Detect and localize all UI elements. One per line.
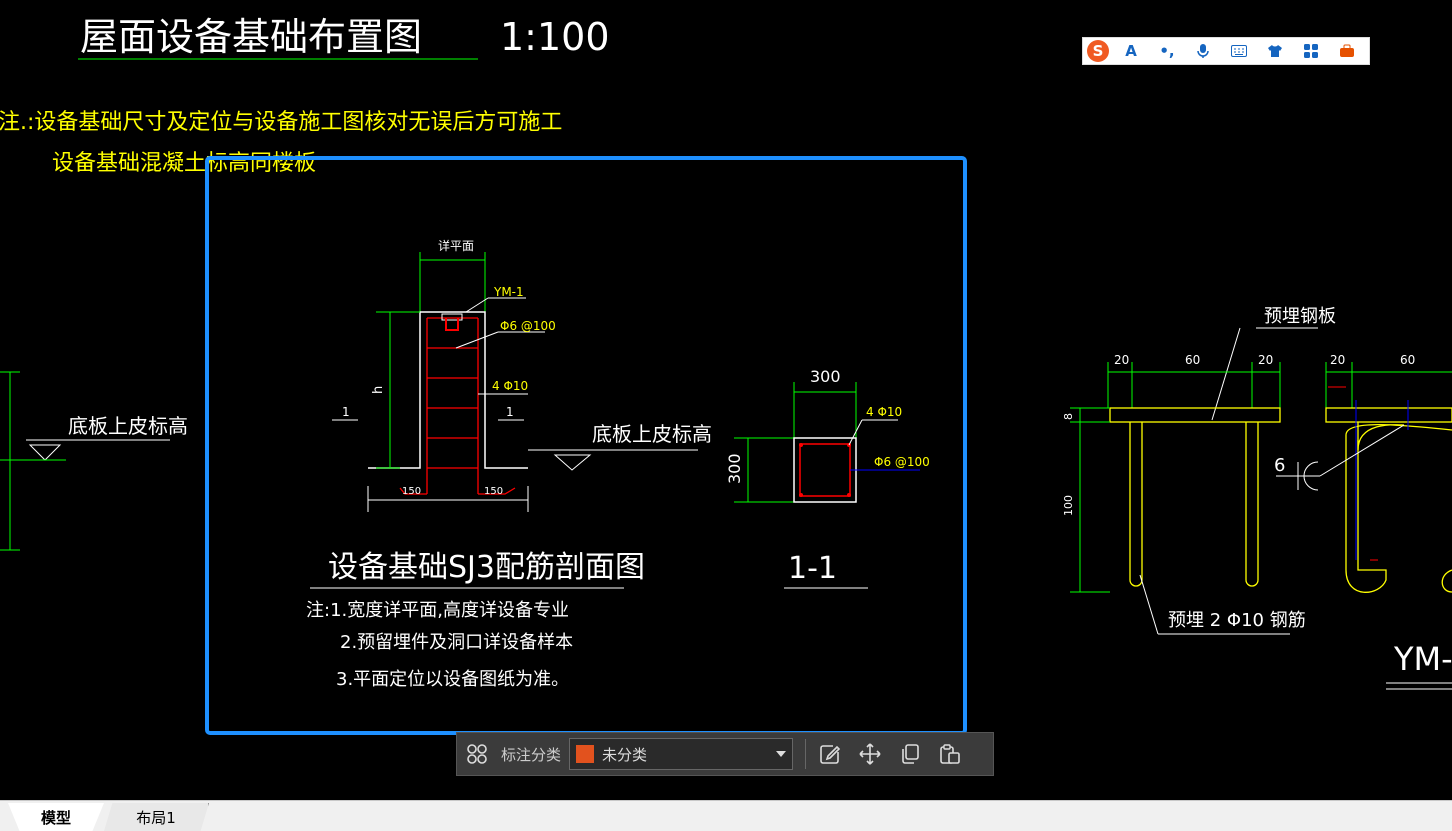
ime-logo-text: S <box>1087 40 1109 62</box>
sogou-logo-icon[interactable]: S <box>1083 37 1113 65</box>
section-dim-150-right: 150 <box>484 486 503 497</box>
annotation-toolbar: 标注分类 未分类 <box>456 732 994 776</box>
copy-icon[interactable] <box>890 734 930 774</box>
section-ym: YM-1 <box>493 285 524 299</box>
section-stirrup: Φ6 @100 <box>500 319 556 333</box>
plate-bend: 6 <box>1274 455 1285 476</box>
section-cut-left: 1 <box>342 405 350 419</box>
ym1-detail: 预埋钢板 20 60 20 20 60 8 <box>1062 306 1452 690</box>
note-bottom-3: 3.平面定位以设备图纸为准。 <box>336 669 569 690</box>
detail-dim-w: 300 <box>810 367 841 386</box>
keyboard-icon[interactable] <box>1221 37 1257 65</box>
edit-icon[interactable] <box>810 734 850 774</box>
left-elevation: 底板上皮标高 <box>0 371 188 551</box>
plate-anchor: 预埋 2 Φ10 钢筋 <box>1168 610 1306 631</box>
section-sj3: 详平面 h YM-1 Φ6 @100 4 Φ10 <box>310 238 712 589</box>
detail-main-bar: 4 Φ10 <box>866 405 902 419</box>
section-h-dim: h <box>371 386 386 394</box>
note-top-1: 注.:设备基础尺寸及定位与设备施工图核对无误后方可施工 <box>0 110 562 135</box>
plate-label: 预埋钢板 <box>1264 306 1336 327</box>
category-select[interactable]: 未分类 <box>569 738 794 770</box>
category-label: 标注分类 <box>501 745 562 764</box>
plate-title: YM-1 <box>1393 640 1452 678</box>
tab-model[interactable]: 模型 <box>8 803 104 831</box>
detail-1-1: 300 300 4 Φ10 Φ6 @100 1-1 <box>725 367 930 589</box>
drawing-scale: 1:100 <box>500 15 610 59</box>
plate-thick: 8 <box>1062 413 1075 420</box>
section-main-bar: 4 Φ10 <box>492 379 528 393</box>
punctuation-icon[interactable]: •, <box>1149 37 1185 65</box>
detail-title: 1-1 <box>788 551 837 586</box>
selection-frame[interactable] <box>205 156 967 735</box>
note-top-2: 设备基础混凝土标高同楼板 <box>52 151 316 176</box>
plate-dim-3: 20 <box>1258 353 1273 367</box>
note-bottom-2: 2.预留埋件及洞口详设备样本 <box>340 632 573 653</box>
apps-grid-icon[interactable] <box>1293 37 1329 65</box>
move-icon[interactable] <box>850 734 890 774</box>
section-elev-label: 底板上皮标高 <box>592 422 712 446</box>
drawing-title: 屋面设备基础布置图 <box>80 15 422 59</box>
category-value: 未分类 <box>602 745 648 764</box>
section-title: 设备基础SJ3配筋剖面图 <box>328 550 645 585</box>
paste-icon[interactable] <box>930 734 970 774</box>
punctuation-icon-label: •, <box>1159 42 1175 60</box>
layout-tab-bar: 模型 布局1 <box>0 800 1452 831</box>
ime-toolbar: S A •, <box>1082 37 1370 65</box>
section-dim-top: 详平面 <box>438 238 474 253</box>
plate-dim-4: 20 <box>1330 353 1345 367</box>
note-bottom-1: 注:1.宽度详平面,高度详设备专业 <box>306 600 569 621</box>
microphone-icon[interactable] <box>1185 37 1221 65</box>
toolbar-separator <box>805 739 807 769</box>
plate-dim-5: 60 <box>1400 353 1415 367</box>
font-icon-label: A <box>1125 42 1137 60</box>
toolbox-icon[interactable] <box>1329 37 1365 65</box>
left-elev-label: 底板上皮标高 <box>68 414 188 438</box>
font-icon[interactable]: A <box>1113 37 1149 65</box>
tab-layout1[interactable]: 布局1 <box>104 803 209 831</box>
detail-dim-h: 300 <box>725 453 744 484</box>
section-cut-right: 1 <box>506 405 514 419</box>
category-color-swatch <box>576 745 595 763</box>
detail-stirrup: Φ6 @100 <box>874 455 930 469</box>
plate-dim-1: 20 <box>1114 353 1129 367</box>
annotation-grid-icon[interactable] <box>457 734 497 774</box>
skin-shirt-icon[interactable] <box>1257 37 1293 65</box>
section-dim-150-left: 150 <box>402 486 421 497</box>
chevron-down-icon <box>776 751 787 757</box>
plate-dim-2: 60 <box>1185 353 1200 367</box>
plate-height: 100 <box>1062 495 1075 516</box>
